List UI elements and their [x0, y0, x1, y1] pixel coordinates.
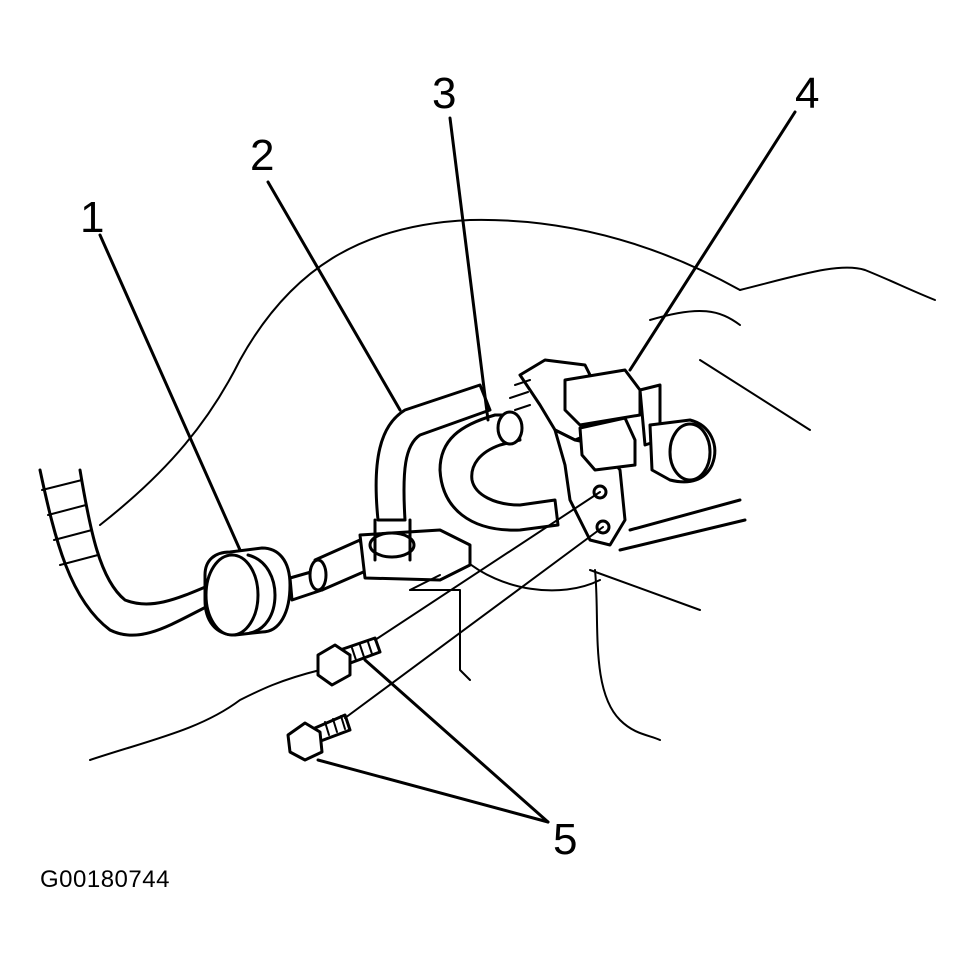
bracket — [409, 574, 441, 591]
callout-2: 2 — [250, 131, 275, 180]
ribbed-hose — [38, 468, 212, 637]
filter-canister — [203, 546, 324, 637]
leader-line-5b — [316, 758, 550, 824]
leader-line-2 — [266, 180, 402, 412]
leader-line-1 — [98, 233, 242, 552]
callout-4: 4 — [795, 69, 820, 118]
bolt-lower — [286, 713, 352, 762]
filter-hose — [308, 538, 370, 592]
bolt-upper — [316, 636, 382, 687]
bolt-alignment-lines — [344, 491, 604, 719]
leader-lines — [98, 110, 797, 824]
callout-5: 5 — [553, 815, 578, 864]
callout-3: 3 — [432, 69, 457, 118]
leader-line-3 — [448, 116, 490, 422]
solenoid-valve — [509, 358, 717, 547]
leader-line-4 — [628, 110, 797, 372]
leader-line-5a — [363, 658, 550, 824]
callout-1: 1 — [80, 193, 105, 242]
figure-id: G00180744 — [40, 866, 170, 893]
engine-outline — [89, 218, 936, 761]
curved-hose — [438, 410, 560, 532]
tee-fitting — [358, 383, 492, 582]
